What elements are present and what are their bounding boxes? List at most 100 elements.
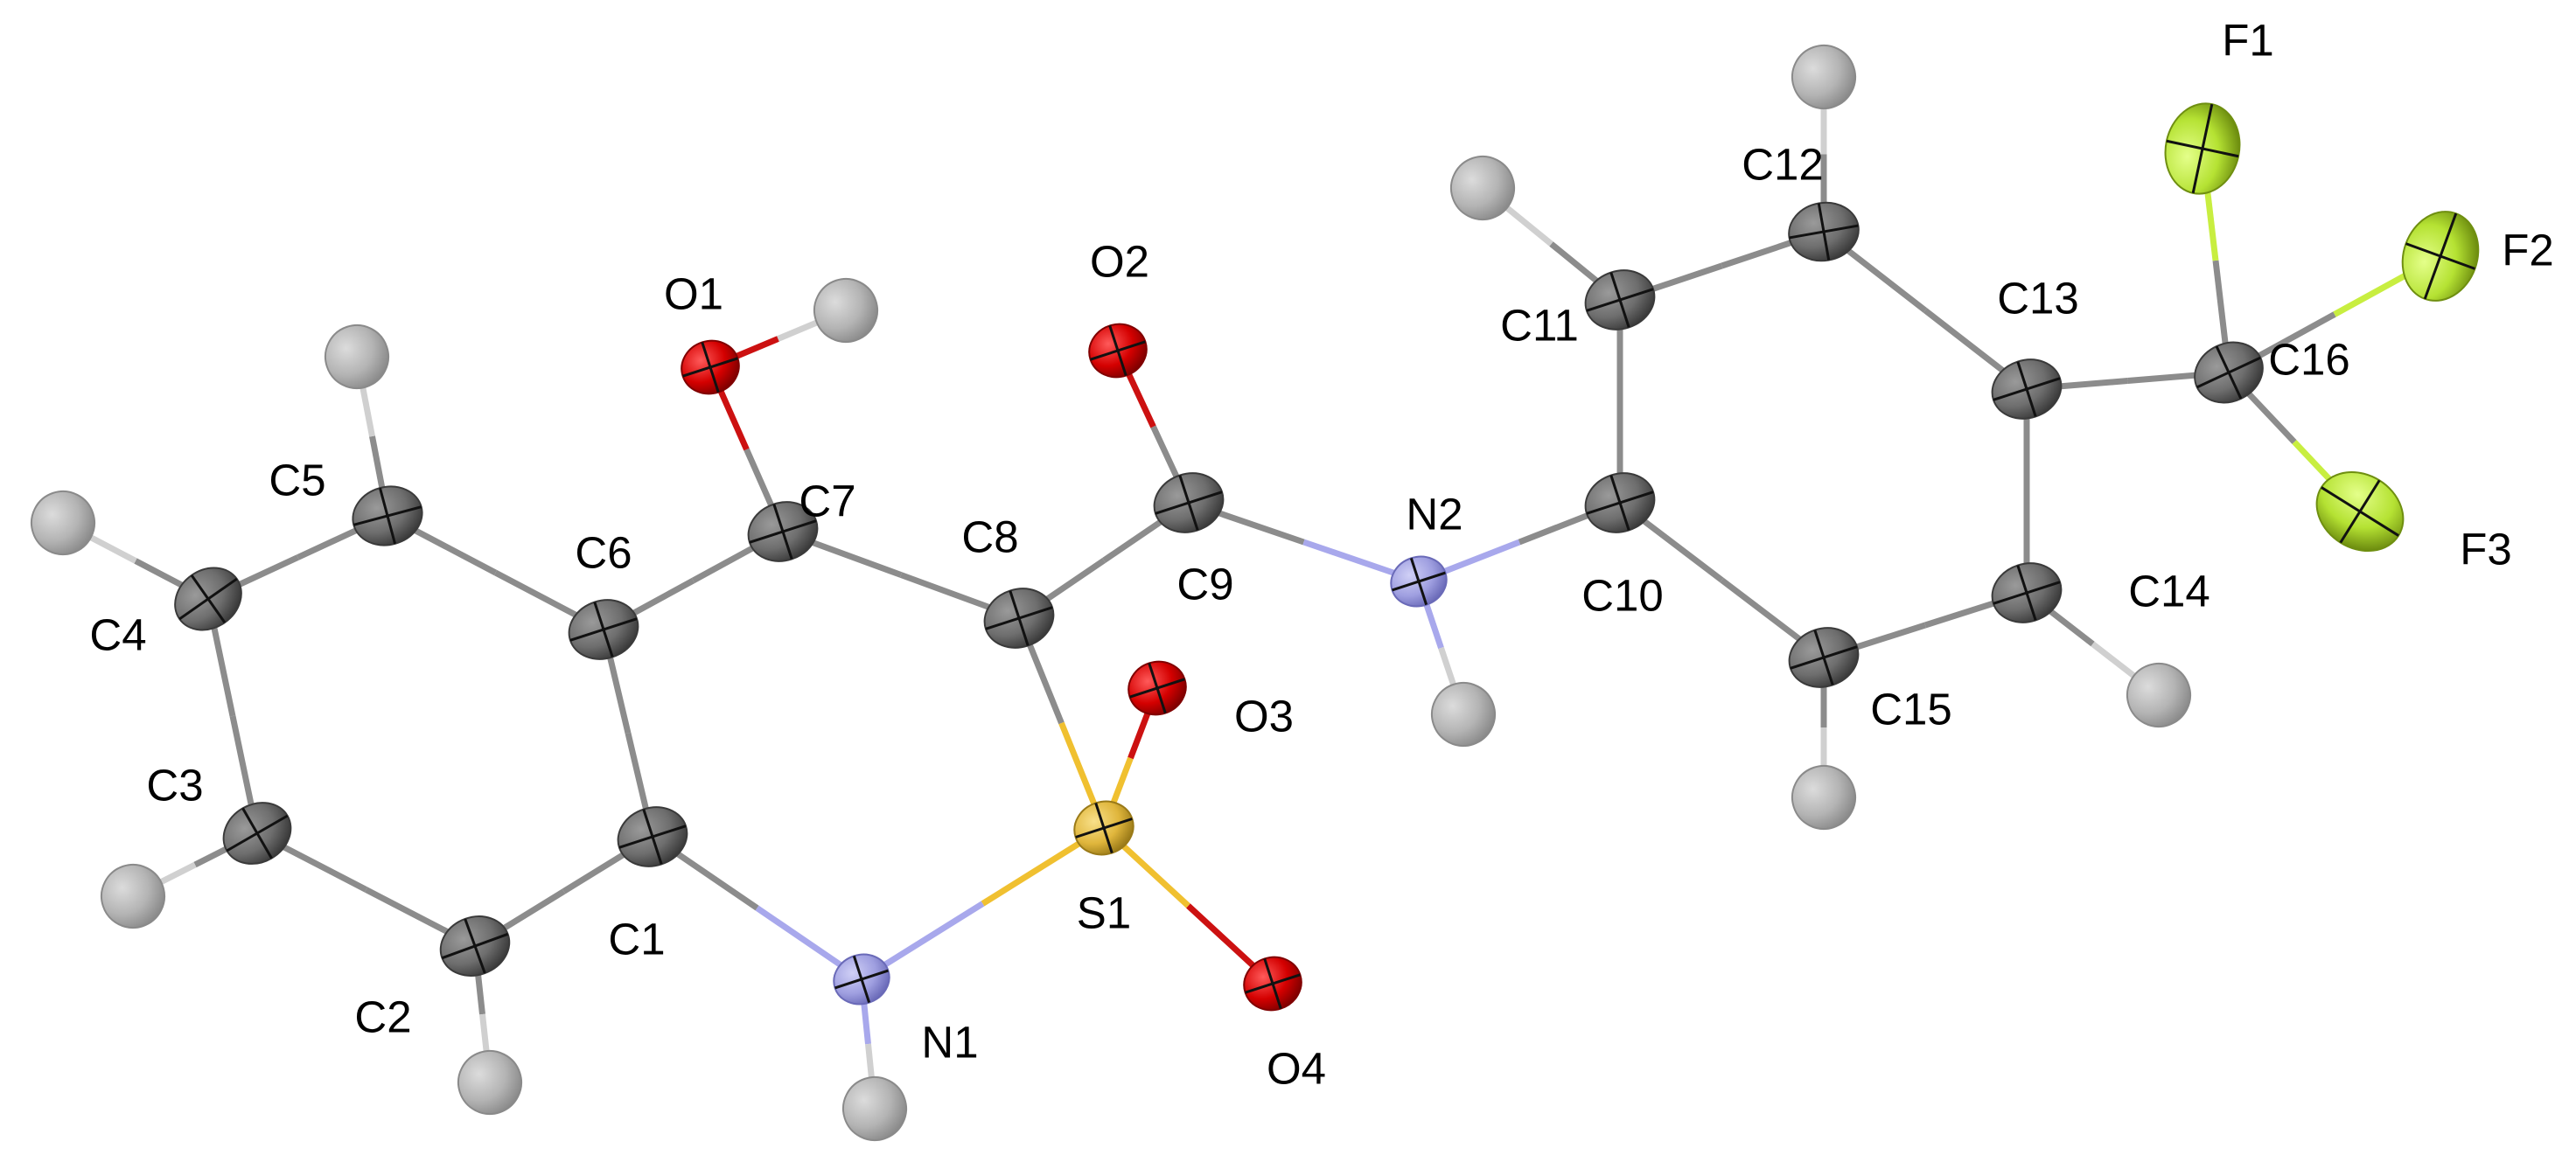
atom-C14 [1991, 562, 2063, 623]
bond-C5-C6 [386, 512, 605, 633]
ellipsoid-axis-C9-1 [1178, 475, 1199, 531]
atom-label-C10: C10 [1581, 570, 1664, 620]
atom-H11 [1450, 156, 1515, 220]
ellipsoid-axis-C14-1 [2016, 565, 2037, 621]
atom-label-C4: C4 [89, 609, 146, 659]
ellipsoid-axis-N2-1 [1409, 557, 1428, 606]
ellipsoid-axis-F3-1 [2339, 479, 2381, 544]
atom-N2 [1390, 555, 1448, 608]
atom-HN1 [842, 1076, 907, 1141]
atom-label-O3: O3 [1234, 691, 1294, 741]
atom-ellipsoid-H5 [325, 324, 389, 389]
ellipsoid-axis-C8-1 [1009, 590, 1030, 646]
ellipsoid-axis-C12-1 [1817, 203, 1831, 261]
atom-F2 [2401, 211, 2480, 302]
atom-C2 [439, 915, 511, 977]
atom-H3 [101, 864, 165, 929]
ellipsoid-axis-C6-1 [593, 602, 614, 658]
atom-HN2 [1431, 682, 1496, 747]
atom-S1 [1073, 800, 1134, 856]
atom-ellipsoid-H4 [31, 491, 95, 555]
ellipsoid-axis-C10-1 [1609, 475, 1630, 531]
atom-F1 [2164, 102, 2241, 195]
ellipsoid-axis-C3-1 [241, 807, 273, 859]
atom-C8 [983, 588, 1055, 649]
atom-label-C6: C6 [575, 527, 632, 577]
ellipsoid-axis-C11-1 [1609, 272, 1630, 328]
atom-ellipsoid-HN1 [842, 1076, 907, 1141]
ellipsoid-axis-C13-1 [2016, 361, 2037, 417]
bond-C8-S1 [1016, 616, 1107, 830]
atom-C1 [617, 806, 688, 867]
atom-ellipsoid-H3 [101, 864, 165, 929]
atom-HO1 [813, 278, 878, 343]
ellipsoid-axis-C7-1 [772, 504, 793, 560]
atom-label-C12: C12 [1742, 139, 1824, 189]
bond-C2-C3 [255, 830, 477, 950]
atom-ellipsoid-H12 [1791, 45, 1856, 109]
atom-label-C9: C9 [1176, 559, 1233, 609]
bonds-layer [61, 77, 2442, 1110]
atom-label-O4: O4 [1267, 1043, 1326, 1093]
ellipsoid-axis-C4-1 [190, 574, 227, 623]
atom-H15 [1791, 765, 1856, 830]
ellipsoid-axis-F2-1 [2405, 242, 2475, 270]
ellipsoid-axis-C16-1 [2215, 345, 2243, 400]
atom-C9 [1153, 472, 1225, 533]
atom-C7 [747, 501, 819, 562]
atom-ellipsoid-H2 [457, 1050, 522, 1115]
atom-H14 [2126, 663, 2191, 727]
atom-label-N1: N1 [921, 1017, 978, 1067]
atom-label-C8: C8 [961, 511, 1018, 561]
bond-C3-C4 [205, 598, 261, 834]
atom-C3 [222, 802, 292, 865]
atom-label-N2: N2 [1406, 489, 1463, 539]
atom-label-C7: C7 [799, 476, 855, 525]
atom-C11 [1584, 269, 1656, 331]
atom-label-C16: C16 [2268, 334, 2350, 384]
atom-O4 [1243, 956, 1302, 1012]
atom-label-F1: F1 [2222, 15, 2274, 65]
bond-C6-C1 [600, 629, 656, 838]
atom-H12 [1791, 45, 1856, 109]
atom-N1 [833, 953, 890, 1006]
atom-F3 [2315, 470, 2405, 553]
atom-H2 [457, 1050, 522, 1115]
atom-label-C14: C14 [2128, 566, 2210, 616]
atom-ellipsoid-H15 [1791, 765, 1856, 830]
atom-label-C1: C1 [608, 914, 665, 964]
atom-ellipsoid-H11 [1450, 156, 1515, 220]
atom-H4 [31, 491, 95, 555]
atom-C5 [352, 485, 423, 546]
atom-C4 [174, 567, 242, 631]
atom-O3 [1127, 660, 1187, 716]
ellipsoid-axis-O1-1 [701, 342, 720, 393]
atom-ellipsoid-HN2 [1431, 682, 1496, 747]
atom-C10 [1584, 472, 1656, 533]
atom-ellipsoid-HO1 [813, 278, 878, 343]
atom-O1 [681, 339, 740, 395]
ellipsoid-axis-O4-1 [1263, 958, 1282, 1009]
atom-O2 [1088, 323, 1148, 379]
atom-label-O2: O2 [1090, 236, 1149, 286]
bond-C12-C13 [1821, 229, 2029, 392]
ellipsoid-axis-O2-1 [1108, 325, 1127, 376]
atom-C15 [1788, 627, 1860, 688]
bond-N1-C1 [651, 834, 863, 982]
atom-label-C11: C11 [1500, 300, 1579, 350]
bond-S1-N1 [860, 825, 1106, 982]
atom-label-C2: C2 [354, 992, 411, 1041]
atom-H5 [325, 324, 389, 389]
atom-label-O1: O1 [664, 268, 723, 318]
atom-label-C13: C13 [1997, 273, 2079, 323]
atom-label-C3: C3 [146, 760, 203, 810]
atom-label-F3: F3 [2460, 524, 2512, 574]
atom-C6 [568, 599, 639, 660]
atom-label-C5: C5 [269, 455, 325, 504]
ellipsoid-axis-N1-1 [852, 955, 871, 1004]
ellipsoid-axis-C5-1 [379, 487, 396, 545]
atom-ellipsoid-H14 [2126, 663, 2191, 727]
atom-C16 [2194, 341, 2264, 404]
